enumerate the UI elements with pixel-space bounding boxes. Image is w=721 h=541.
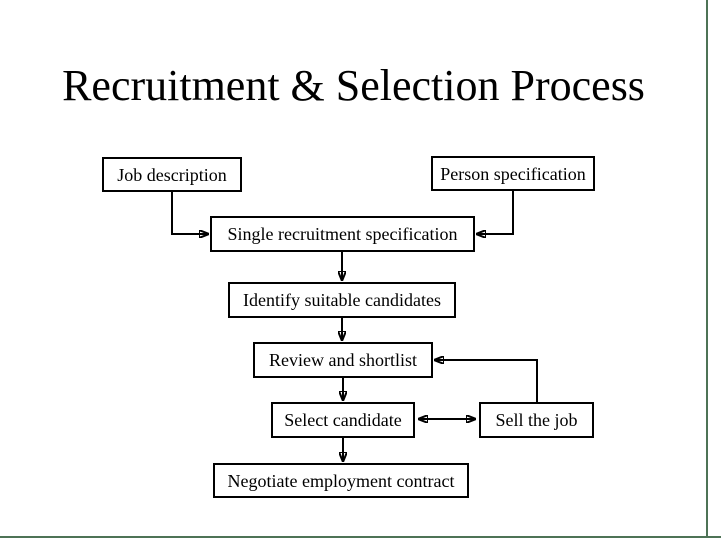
- slide-frame-right-border: [706, 0, 708, 538]
- flow-node-job-description: Job description: [102, 157, 242, 192]
- flow-node-select-candidate: Select candidate: [271, 402, 415, 438]
- flow-node-single-recruitment-specification: Single recruitment specification: [210, 216, 475, 252]
- flow-node-person-specification: Person specification: [431, 156, 595, 191]
- connector-sell-to-review: [434, 360, 538, 402]
- connector-job-description-to-single-spec: [171, 192, 209, 234]
- flow-node-negotiate-employment-contract: Negotiate employment contract: [213, 463, 469, 498]
- flow-node-identify-suitable-candidates: Identify suitable candidates: [228, 282, 456, 318]
- flow-node-sell-the-job: Sell the job: [479, 402, 594, 438]
- connector-person-spec-to-single-spec: [476, 191, 514, 234]
- flow-node-review-and-shortlist: Review and shortlist: [253, 342, 433, 378]
- slide-frame-bottom-border: [0, 536, 721, 538]
- slide-title: Recruitment & Selection Process: [62, 61, 645, 110]
